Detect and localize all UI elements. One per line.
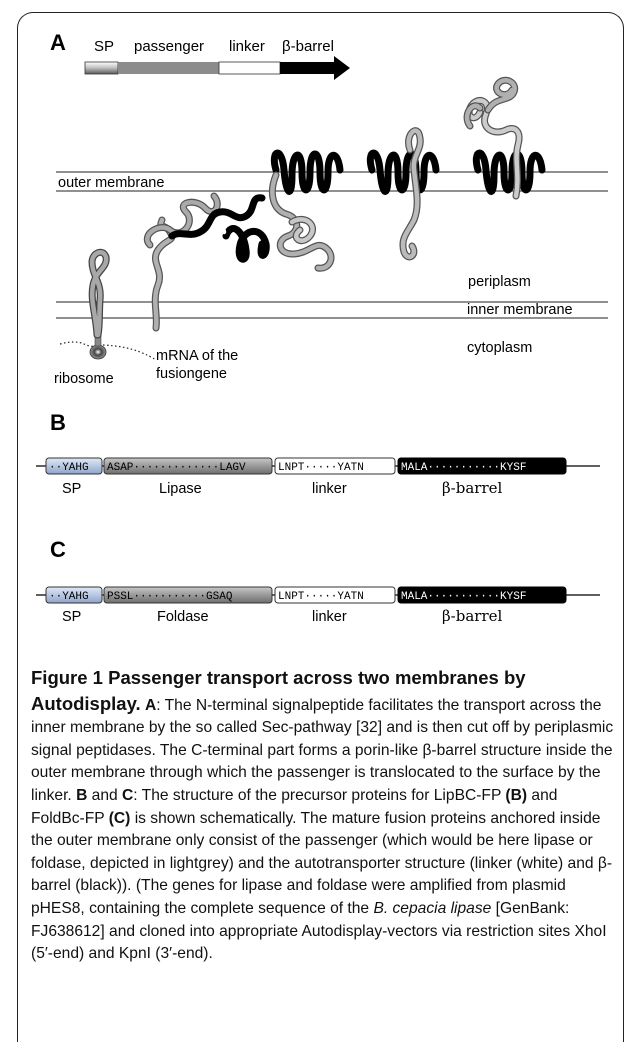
caption-c-paren: (C)	[109, 810, 131, 827]
caption-and: and	[87, 787, 122, 804]
construct-b-passenger-seq: ASAP·············LAGV	[107, 462, 246, 474]
bar-segment-barrel	[280, 62, 336, 74]
figure-caption: Figure 1 Passenger transport across two …	[31, 666, 614, 966]
ribosome-label: ribosome	[54, 371, 114, 387]
bar-segment-passenger	[118, 62, 219, 74]
bar-segment-sp	[85, 62, 118, 74]
construct-b-label-passenger: Lipase	[159, 481, 202, 497]
construct-c-sp-seq: ··YAHG	[49, 591, 89, 603]
ribosome-illustration	[60, 252, 156, 360]
ribosome-icon	[90, 345, 106, 359]
passenger-surface-display	[467, 80, 542, 196]
construct-b-label-linker: linker	[312, 481, 347, 497]
construct-b-label-barrel: β-barrel	[442, 479, 503, 497]
construct-b: ··YAHG ASAP·············LAGV LNPT·····YA…	[36, 458, 600, 474]
barrel-insertion-stage-1	[272, 153, 340, 268]
construct-c: ··YAHG PSSL···········GSAQ LNPT·····YATN…	[36, 587, 600, 603]
bar-label-barrel: β-barrel	[282, 38, 334, 55]
bar-label-sp: SP	[94, 38, 114, 55]
inner-membrane-label: inner membrane	[467, 302, 573, 318]
caption-italic-species: B. cepacia lipase	[373, 900, 491, 917]
panel-c-label: C	[50, 537, 66, 562]
construct-c-passenger-seq: PSSL···········GSAQ	[107, 591, 233, 603]
outer-membrane-label: outer membrane	[58, 175, 164, 191]
periplasm-label: periplasm	[468, 274, 531, 290]
construct-c-linker-seq: LNPT·····YATN	[278, 591, 364, 603]
caption-text2: : The structure of the precursor protein…	[133, 787, 505, 804]
cytoplasm-label: cytoplasm	[467, 340, 532, 356]
construct-b-label-sp: SP	[62, 481, 81, 497]
construct-b-linker-seq: LNPT·····YATN	[278, 462, 364, 474]
domain-bar	[85, 56, 350, 80]
translocating-precursor	[147, 196, 266, 328]
caption-c-label: C	[122, 787, 133, 804]
construct-c-label-barrel: β-barrel	[442, 607, 503, 625]
construct-c-label-linker: linker	[312, 609, 347, 625]
construct-c-label-passenger: Foldase	[157, 609, 209, 625]
barrel-insertion-stage-2	[370, 131, 436, 257]
mrna-label-line1: mRNA of the	[156, 348, 238, 364]
bar-label-passenger: passenger	[134, 38, 204, 55]
construct-b-sp-seq: ··YAHG	[49, 462, 89, 474]
bar-arrowhead	[334, 56, 350, 80]
panel-b-label: B	[50, 410, 66, 435]
construct-b-barrel-seq: MALA···········KYSF	[401, 462, 526, 474]
caption-b-label: B	[76, 787, 87, 804]
panel-a-label: A	[50, 30, 66, 55]
bar-segment-linker	[219, 62, 280, 74]
caption-b-paren: (B)	[505, 787, 527, 804]
figure-diagram: A SP passenger linker β-barrel outer mem…	[0, 0, 624, 660]
bar-label-linker: linker	[229, 38, 265, 55]
caption-a-label: A	[145, 697, 156, 714]
mrna-label-line2: fusiongene	[156, 366, 227, 382]
construct-c-barrel-seq: MALA···········KYSF	[401, 591, 526, 603]
construct-c-label-sp: SP	[62, 609, 81, 625]
